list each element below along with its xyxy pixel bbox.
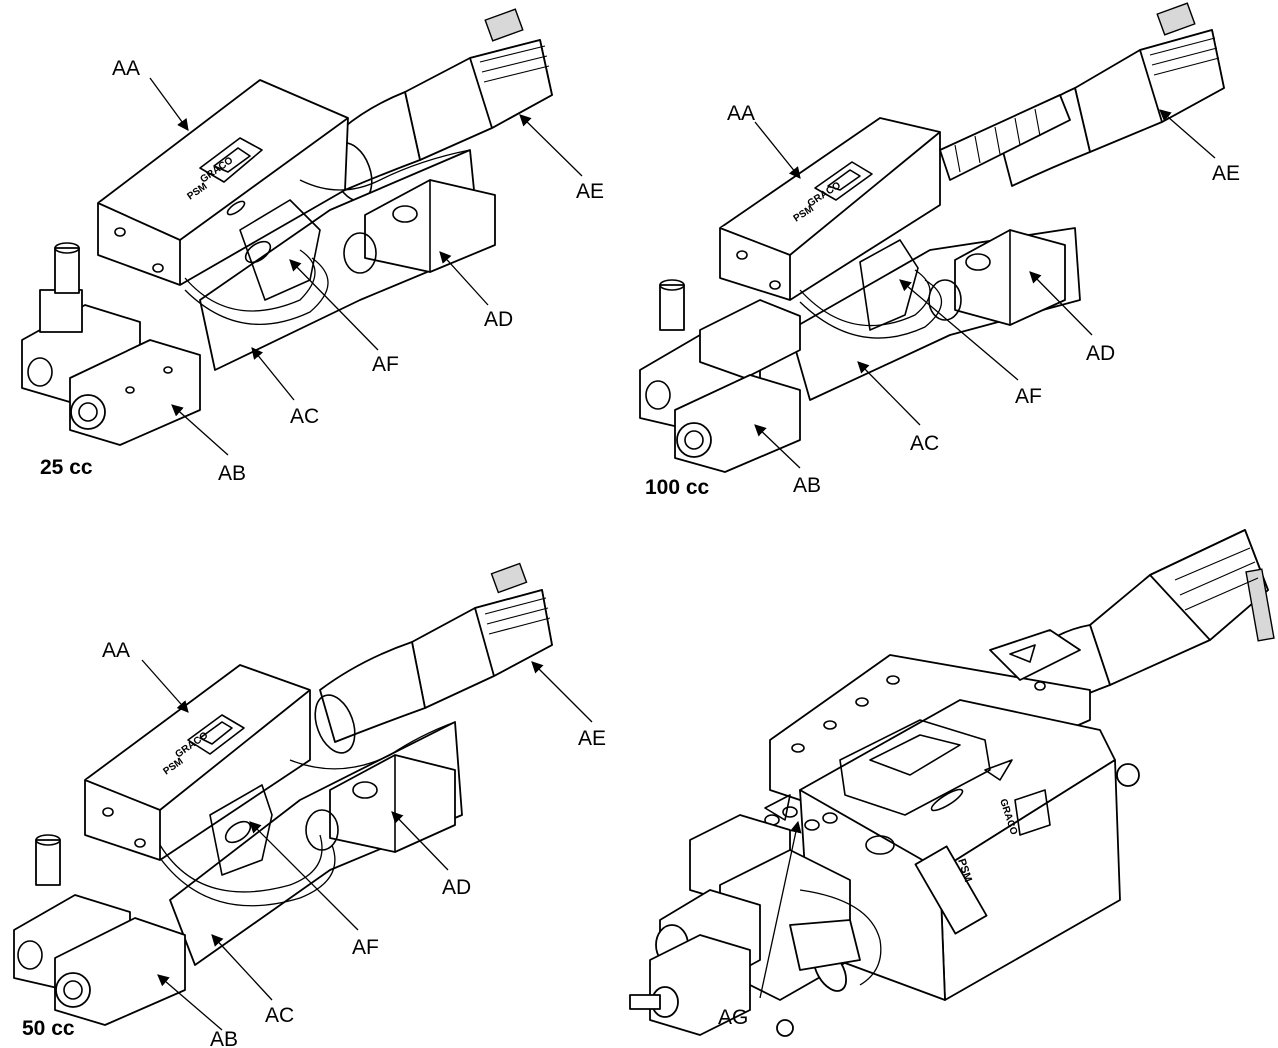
pump-assembly-50cc: GRACO PSM [13,562,606,1048]
motor-ae-drawing [329,8,553,202]
size-label: 50 cc [22,1017,75,1040]
housing-drawing: PSM GRACO [764,699,1140,1001]
callout-ad: AD [484,308,513,331]
housing-aa-drawing: GRACO PSM [84,664,311,861]
motor-ae-drawing [314,562,553,754]
callout-ad: AD [1086,342,1115,365]
valve-ad-drawing [343,179,496,274]
callout-af: AF [372,353,399,376]
pump-ab-drawing [13,834,186,1026]
callout-ac: AC [910,432,939,455]
callout-ab: AB [210,1028,238,1048]
callout-aa: AA [102,639,130,662]
valve-ad-drawing [305,754,456,853]
size-label: 25 cc [40,456,93,479]
housing-aa-drawing: GRACO PSM [719,117,941,301]
callout-aa: AA [112,57,140,80]
housing-aa-drawing: GRACO PSM [97,79,349,286]
size-label: 100 cc [645,476,710,499]
pump-assembly-100cc: GRACO PSM [639,2,1240,499]
callout-aa: AA [727,102,755,125]
valve-ad-drawing [928,229,1066,326]
callout-ab: AB [218,462,246,485]
callout-ad: AD [442,876,471,899]
callout-ac: AC [265,1004,294,1027]
pump-ab-drawing [21,242,201,446]
callout-ae: AE [576,180,604,203]
callout-af: AF [1015,385,1042,408]
callout-ag: AG [718,1006,748,1029]
callout-ae: AE [578,727,606,750]
cable-chain-drawing [939,94,1071,181]
pump-ab-drawing [639,279,801,473]
callout-ab: AB [793,474,821,497]
pump-assembly-rear-view: PSM GRACO AG [629,529,1275,1037]
pump-drawing [629,814,882,1037]
callout-af: AF [352,936,379,959]
motor-ae-drawing [999,2,1225,187]
callout-ae: AE [1212,162,1240,185]
pump-assembly-25cc: GRACO PSM [21,8,604,485]
callout-ac: AC [290,405,319,428]
